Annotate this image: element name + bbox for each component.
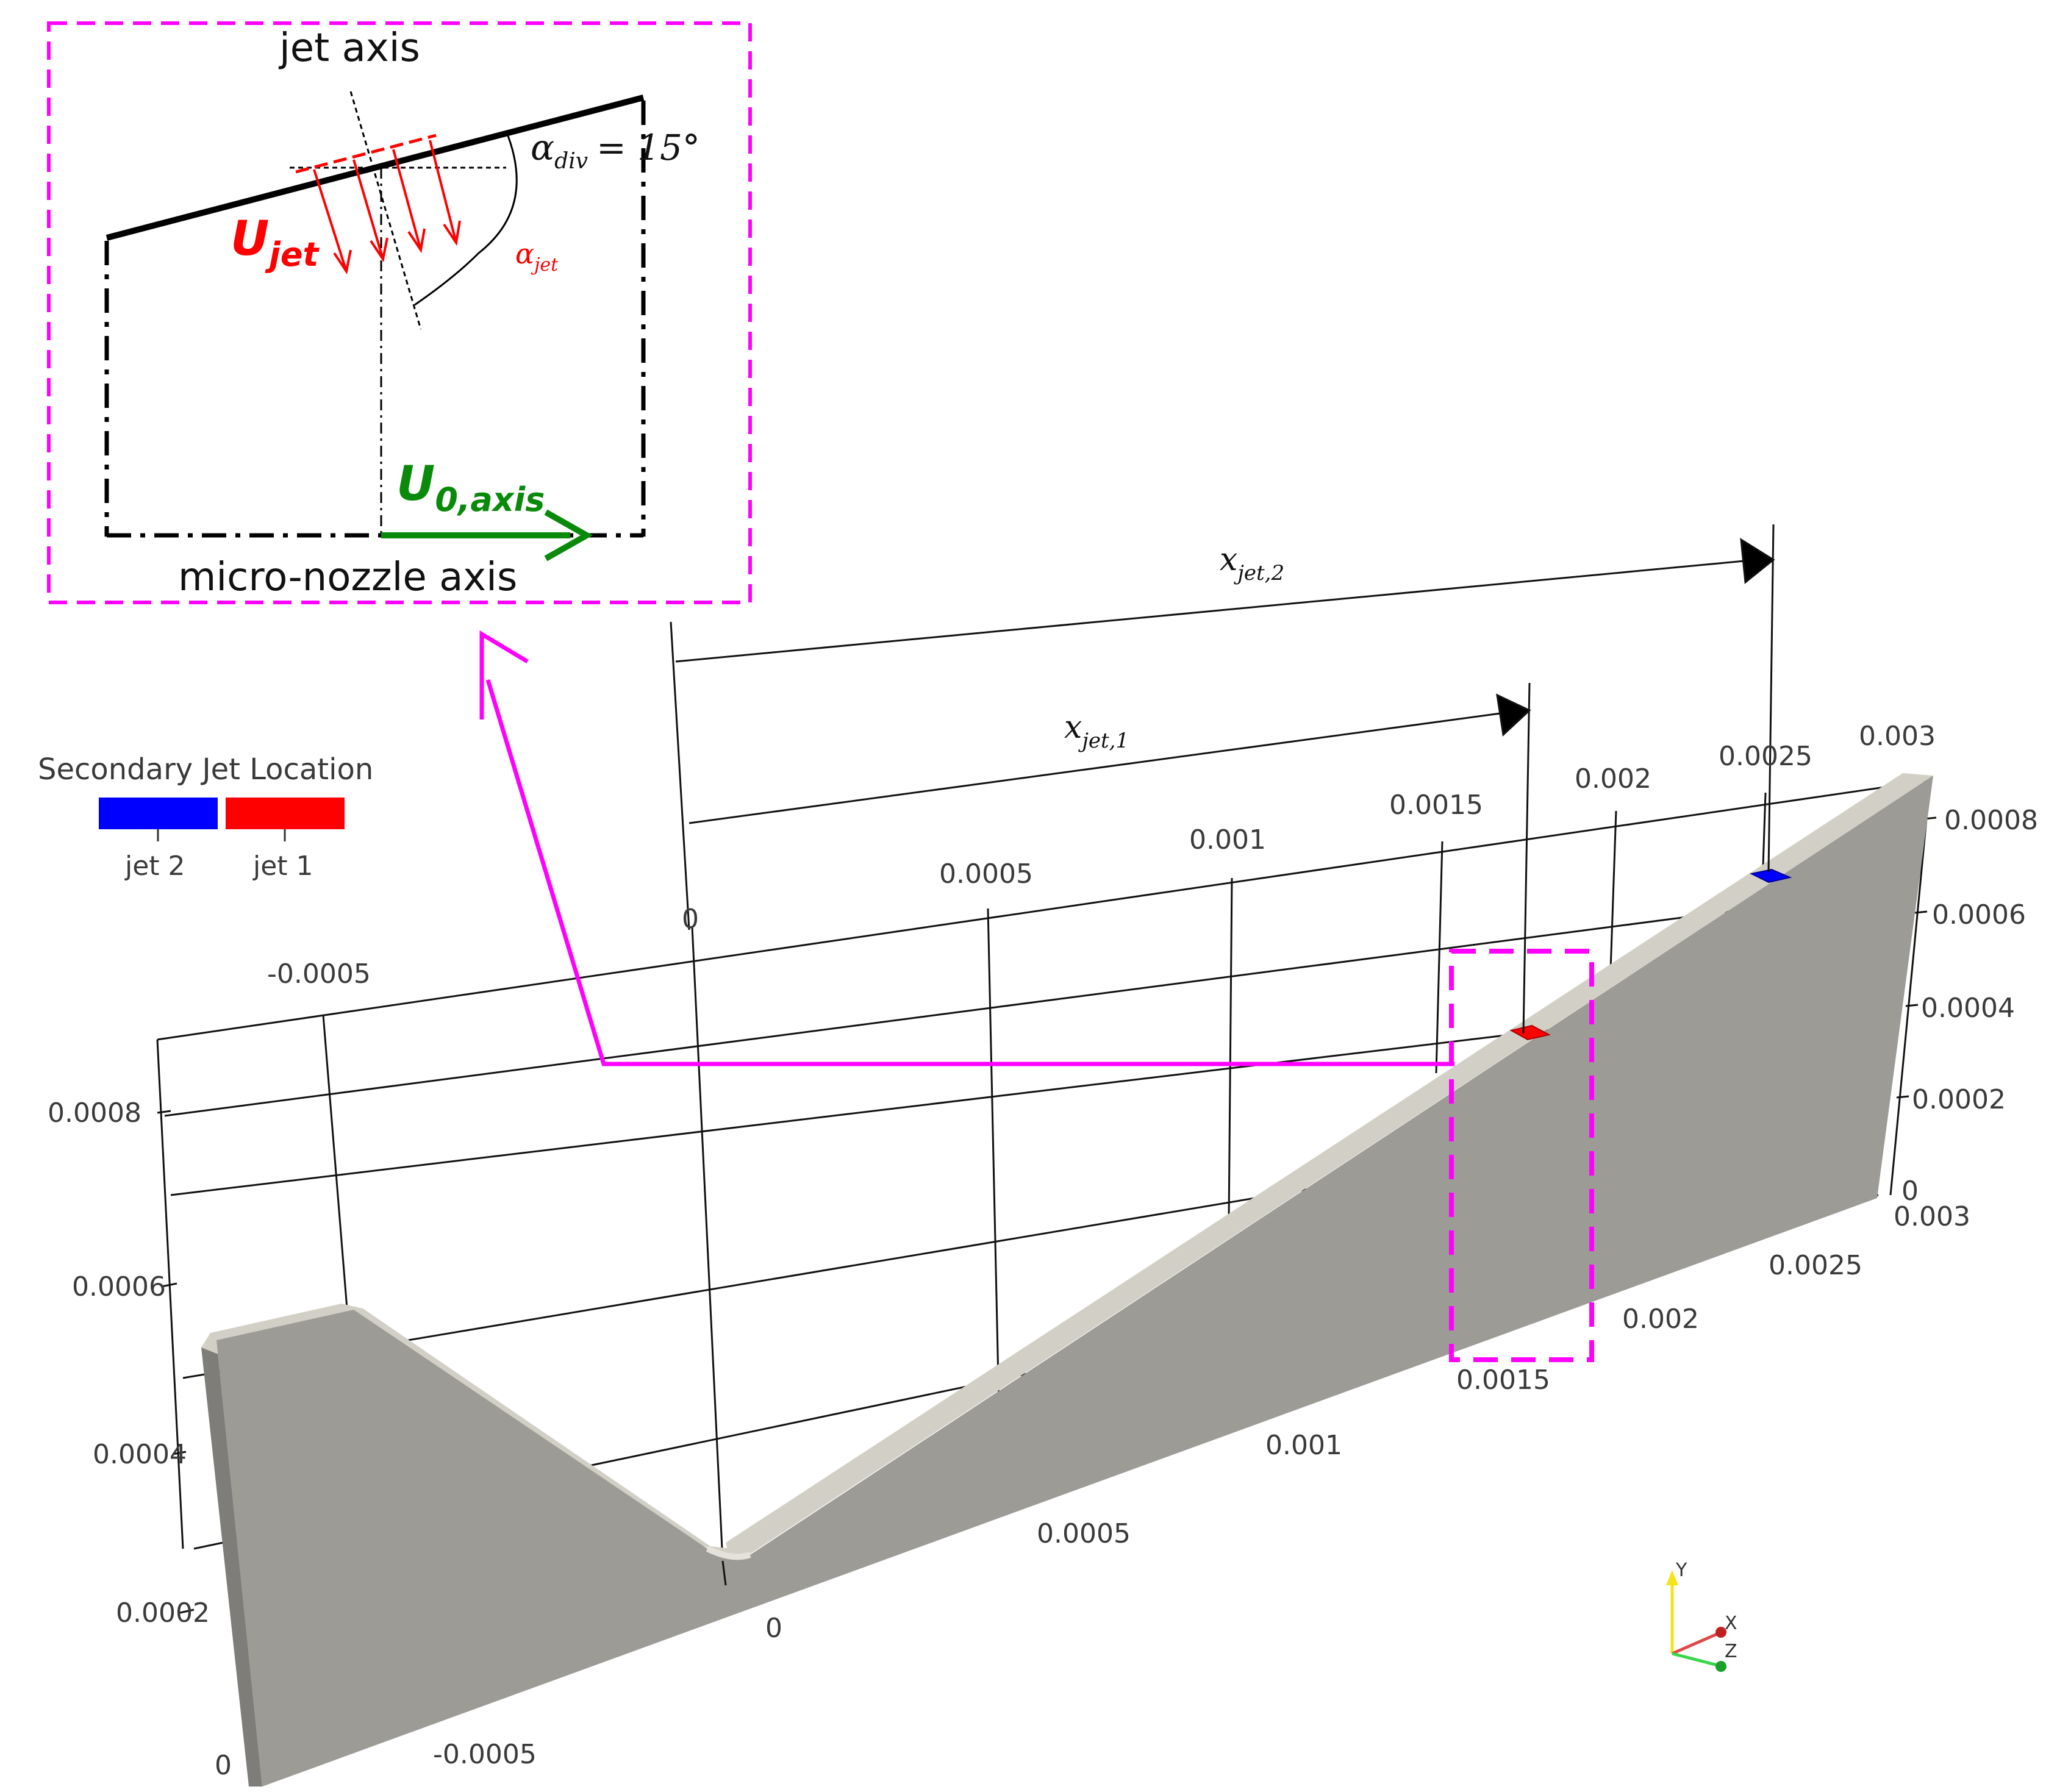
svg-text:0.0008: 0.0008 [1944, 805, 2038, 836]
zoom-connector-arrowhead [479, 630, 529, 719]
nozzle-left-side [201, 1340, 262, 1787]
inset-jet-axis-line [349, 91, 422, 330]
inset-alpha-div-label: αdiv= 15° [531, 127, 700, 174]
legend-swatch-jet-2 [99, 798, 218, 829]
grid-vert-00015 [1435, 841, 1443, 1074]
x-jet-1-arrowhead [1496, 693, 1531, 737]
orientation-axes-widget: Y X Z [1666, 1560, 1737, 1672]
inset-schematic: jet axis αdiv= 15° Ujet αjet U0,axis mic… [47, 21, 752, 604]
zoom-highlight-box [1449, 949, 1594, 1362]
svg-text:-0.0005: -0.0005 [267, 958, 371, 990]
svg-text:0.0015: 0.0015 [1456, 1365, 1550, 1396]
grid-left-edge [156, 1039, 184, 1549]
inset-u0-arrowhead [544, 509, 593, 562]
svg-text:0.0008: 0.0008 [48, 1098, 141, 1129]
x-jet-2-arrowhead [1740, 538, 1775, 584]
svg-text:0.0005: 0.0005 [1037, 1518, 1131, 1549]
svg-text:0.002: 0.002 [1622, 1304, 1699, 1335]
inset-jet-slot [295, 134, 437, 174]
svg-text:0.0025: 0.0025 [1719, 741, 1812, 772]
inset-nozzle-axis-label: micro-nozzle axis [178, 555, 517, 600]
svg-text:0.0025: 0.0025 [1769, 1250, 1862, 1281]
legend-label-jet-1: jet 1 [252, 851, 313, 882]
x-jet-2-label: xjet,2 [1220, 541, 1284, 585]
svg-text:0.0004: 0.0004 [93, 1439, 187, 1470]
orientation-z-axis [1672, 1652, 1720, 1668]
micro-nozzle-solid [201, 773, 1933, 1787]
bottom-x-tick-labels: -0.0005 0 0.0005 0.001 0.0015 0.002 0.00… [433, 1201, 1970, 1770]
jet-2-marker [1749, 868, 1792, 884]
grid-line-1 [164, 886, 1916, 1117]
svg-text:Z: Z [1725, 1641, 1737, 1662]
svg-text:0.0006: 0.0006 [1932, 899, 2026, 930]
x-jet-2-arrow-line [675, 560, 1745, 663]
zoom-connector-line [485, 679, 1454, 1066]
x-jet-1-label: xjet,1 [1064, 709, 1129, 753]
legend-title: Secondary Jet Location [38, 752, 373, 787]
front-grid-overlay [721, 1560, 727, 1586]
svg-text:0.003: 0.003 [1894, 1201, 1970, 1232]
svg-text:X: X [1725, 1613, 1737, 1634]
inset-frame [47, 21, 752, 604]
svg-text:0.0002: 0.0002 [1912, 1084, 2006, 1115]
grid-vert-0002 [1609, 810, 1617, 988]
inset-u0-label: U0,axis [396, 457, 545, 519]
legend-label-jet-2: jet 2 [124, 851, 185, 882]
legend: Secondary Jet Location jet 2 jet 1 [38, 752, 373, 882]
dimension-lines [670, 524, 1775, 1034]
grid-line-top [157, 779, 1931, 1041]
svg-text:0: 0 [765, 1613, 782, 1644]
svg-text:0: 0 [682, 904, 699, 935]
grid-right-edge [1889, 780, 1931, 1196]
jet-1-marker [1509, 1024, 1551, 1041]
svg-text:0.001: 0.001 [1189, 824, 1266, 855]
svg-text:0.0005: 0.0005 [939, 859, 1033, 890]
grid-vert-0 [691, 926, 724, 1562]
svg-text:0.0006: 0.0006 [72, 1271, 166, 1302]
x-jet-1-arrow-line [689, 712, 1501, 824]
svg-text:0.003: 0.003 [1859, 721, 1936, 752]
inset-jet-arrows [313, 140, 461, 275]
svg-text:Y: Y [1675, 1560, 1687, 1581]
svg-text:0: 0 [1901, 1176, 1919, 1207]
inset-alpha-jet-label: αjet [515, 237, 559, 276]
top-x-tick-labels: -0.0005 0 0.0005 0.001 0.0015 0.002 0.00… [267, 721, 1936, 990]
svg-text:0.0002: 0.0002 [116, 1597, 210, 1629]
nozzle-diverging-top [726, 773, 1933, 1558]
inset-alpha-arc [414, 130, 518, 306]
svg-text:0.0015: 0.0015 [1389, 790, 1483, 821]
svg-text:0.001: 0.001 [1265, 1430, 1342, 1461]
left-y-tick-labels: 0.0008 0.0006 0.0004 0.0002 0 [48, 1098, 232, 1781]
svg-text:0.0004: 0.0004 [1921, 993, 2015, 1024]
legend-swatch-jet-1 [226, 798, 345, 829]
inset-jet-axis-label: jet axis [278, 26, 420, 71]
inset-u-jet-label: Ujet [231, 212, 320, 274]
grid-vert-m0005 [322, 1015, 352, 1354]
right-y-tick-labels: 0.0008 0.0006 0.0004 0.0002 0 [1901, 805, 2038, 1207]
svg-text:0: 0 [215, 1750, 232, 1781]
nozzle-face [216, 776, 1933, 1787]
svg-text:-0.0005: -0.0005 [433, 1739, 537, 1770]
orientation-x-axis [1672, 1631, 1720, 1655]
svg-text:0.002: 0.002 [1575, 763, 1651, 794]
grid-vert-0001 [1228, 877, 1233, 1220]
